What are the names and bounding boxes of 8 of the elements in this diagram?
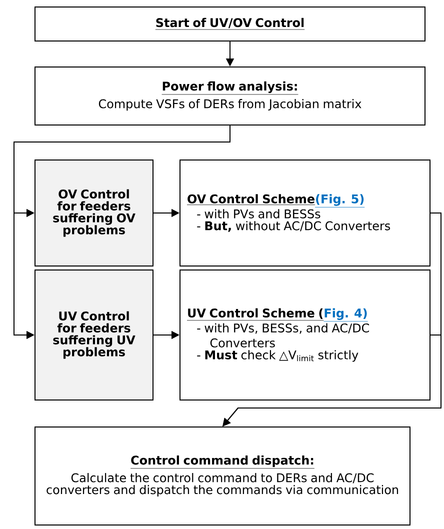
process-box: OV Control Scheme(Fig. 5) - with PVs and BESSs - But, without AC/DC Converters	[180, 160, 430, 266]
process-box: OV Control for feeders suffering OV problems	[34, 160, 154, 266]
process-box: UV Control Scheme ( Fig. 4) - with PVs, BESSs, and AC/DC Converters - Must check △V$_{limit}$ strictly	[180, 270, 430, 400]
start-box: Start of UV/OV Control	[34, 6, 426, 42]
process-box: Power flow analysis: Compute VSFs of DERs from Jacobian matrix	[34, 66, 426, 126]
process-box: UV Control for feeders suffering UV problems	[34, 270, 154, 400]
arrow	[222, 334, 442, 426]
process-box: Control command dispatch: Calculate the control command to DERs and AC/DC converters and dispatch the commands via communication	[34, 426, 410, 526]
